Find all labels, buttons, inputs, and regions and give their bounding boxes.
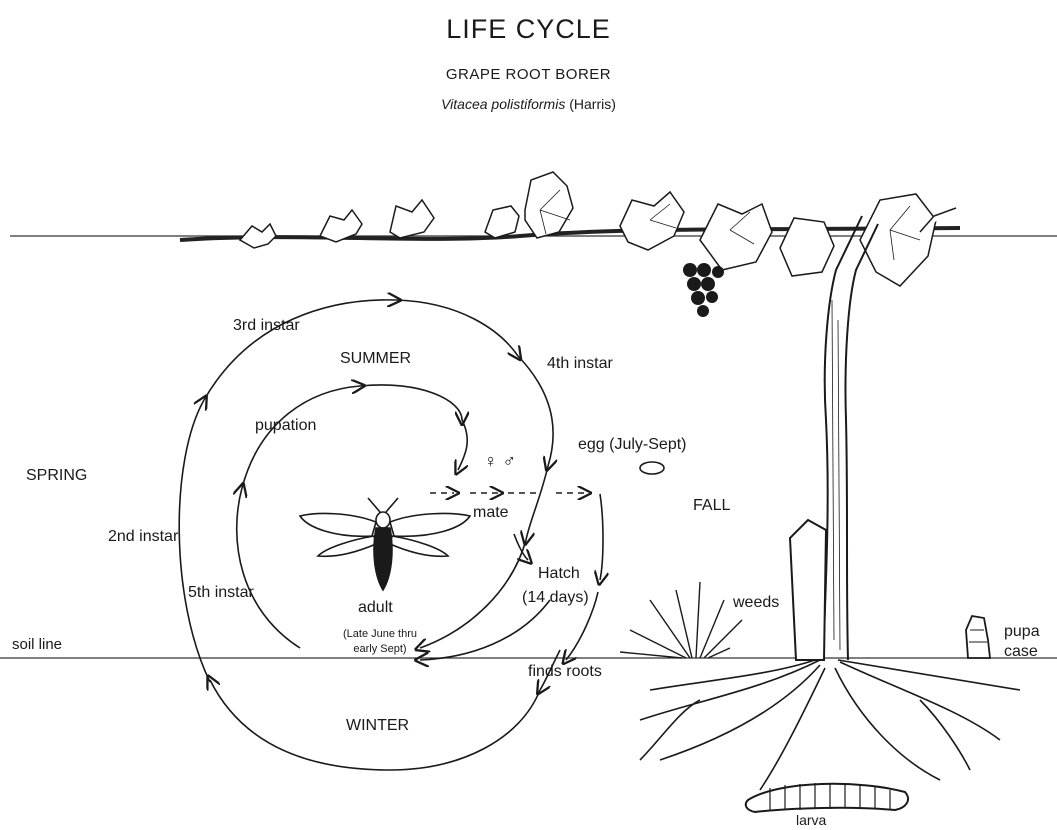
diagram-title: LIFE CYCLE: [0, 14, 1057, 45]
stage-pupation: pupation: [255, 417, 316, 435]
season-spring: SPRING: [26, 467, 87, 485]
trunk-stump: [790, 520, 826, 660]
larva-drawing: [746, 783, 908, 812]
stage-hatch-days: (14 days): [522, 589, 589, 607]
stage-2nd-instar: 2nd instar: [108, 528, 178, 546]
pupa-case-drawing: [966, 616, 990, 658]
stage-4th-instar: 4th instar: [547, 355, 613, 373]
stage-mate: mate: [473, 504, 509, 522]
soil-line-label: soil line: [12, 636, 62, 653]
stage-hatch: Hatch: [538, 565, 580, 583]
larva-label: larva: [796, 812, 826, 828]
stage-3rd-instar: 3rd instar: [233, 317, 300, 335]
season-winter: WINTER: [346, 717, 409, 735]
stage-finds-roots: finds roots: [528, 663, 602, 681]
stage-adult: adult: [358, 599, 393, 617]
pupa-label-line1: pupa: [1004, 622, 1040, 642]
grape-cluster: [683, 263, 724, 317]
weeds-label: weeds: [733, 594, 779, 612]
species-name: Vitacea polistiformis (Harris): [0, 96, 1057, 112]
vine-cane: [180, 228, 960, 240]
pupa-label-line2: case: [1004, 642, 1040, 662]
sex-symbols: ♀ ♂: [484, 451, 516, 472]
adult-period-line1: (Late June thru: [320, 627, 440, 642]
grape-roots: [640, 660, 1020, 790]
grape-trunk: [823, 216, 878, 660]
adult-period-line2: early Sept): [320, 642, 440, 657]
stage-5th-instar: 5th instar: [188, 584, 254, 602]
pupa-case-label: pupa case: [1004, 622, 1040, 662]
season-fall: FALL: [693, 497, 730, 515]
species-author: (Harris): [569, 96, 616, 112]
egg-drawing: [640, 462, 664, 474]
season-summer: SUMMER: [340, 350, 411, 368]
adult-moth-drawing: [300, 498, 470, 590]
stage-egg: egg (July-Sept): [578, 436, 687, 454]
trunk-bark: [832, 300, 840, 650]
diagram-subtitle: GRAPE ROOT BORER: [0, 66, 1057, 83]
weeds-drawing: [620, 582, 742, 658]
adult-period: (Late June thru early Sept): [320, 627, 440, 657]
species-scientific: Vitacea polistiformis: [441, 96, 565, 112]
